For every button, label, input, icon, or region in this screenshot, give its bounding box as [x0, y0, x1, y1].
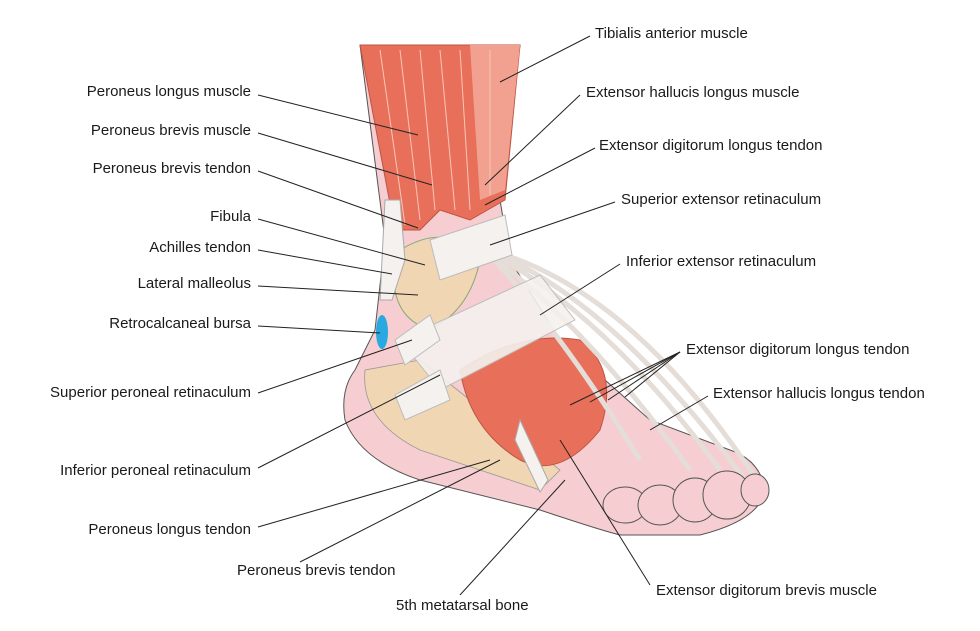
label-extensor-digitorum-longus-tendon-upper: Extensor digitorum longus tendon — [599, 137, 823, 154]
toes — [602, 470, 770, 526]
label-tibialis-anterior-muscle: Tibialis anterior muscle — [595, 25, 748, 42]
inferior-peroneal-retinaculum — [394, 369, 451, 421]
label-peroneus-brevis-tendon-bottom: Peroneus brevis tendon — [237, 562, 396, 579]
label-peroneus-longus-tendon: Peroneus longus tendon — [88, 521, 251, 538]
extensor-tendons — [483, 248, 763, 487]
label-peroneus-longus-muscle: Peroneus longus muscle — [86, 83, 251, 100]
inferior-extensor-retinaculum — [399, 274, 576, 391]
label-extensor-hallucis-longus-tendon: Extensor hallucis longus tendon — [713, 385, 925, 402]
fifth-metatarsal — [514, 418, 549, 494]
label-extensor-hallucis-longus-muscle: Extensor hallucis longus muscle — [586, 84, 800, 101]
retrocalcaneal-bursa — [376, 315, 388, 349]
superior-peroneal-retinaculum — [394, 314, 441, 366]
label-5th-metatarsal-bone: 5th metatarsal bone — [396, 597, 529, 614]
label-inferior-peroneal-retinaculum: Inferior peroneal retinaculum — [60, 462, 251, 479]
label-lateral-malleolus: Lateral malleolus — [137, 275, 251, 292]
label-achilles-tendon: Achilles tendon — [149, 239, 251, 256]
label-fibula: Fibula — [210, 208, 251, 225]
label-inferior-extensor-retinaculum: Inferior extensor retinaculum — [626, 253, 817, 270]
label-retrocalcaneal-bursa: Retrocalcaneal bursa — [109, 315, 251, 332]
tibialis-anterior — [470, 45, 520, 200]
label-peroneus-brevis-tendon: Peroneus brevis tendon — [92, 160, 251, 177]
muscle-fibers — [379, 49, 491, 226]
label-extensor-digitorum-brevis-muscle: Extensor digitorum brevis muscle — [656, 582, 877, 599]
label-superior-extensor-retinaculum: Superior extensor retinaculum — [621, 191, 822, 208]
superior-extensor-retinaculum — [429, 214, 513, 281]
label-extensor-digitorum-longus-tendon-lower: Extensor digitorum longus tendon — [686, 341, 910, 358]
leader-lines — [257, 35, 709, 596]
fibula — [379, 199, 406, 301]
label-peroneus-brevis-muscle: Peroneus brevis muscle — [90, 122, 251, 139]
label-superior-peroneal-retinaculum: Superior peroneal retinaculum — [50, 384, 251, 401]
